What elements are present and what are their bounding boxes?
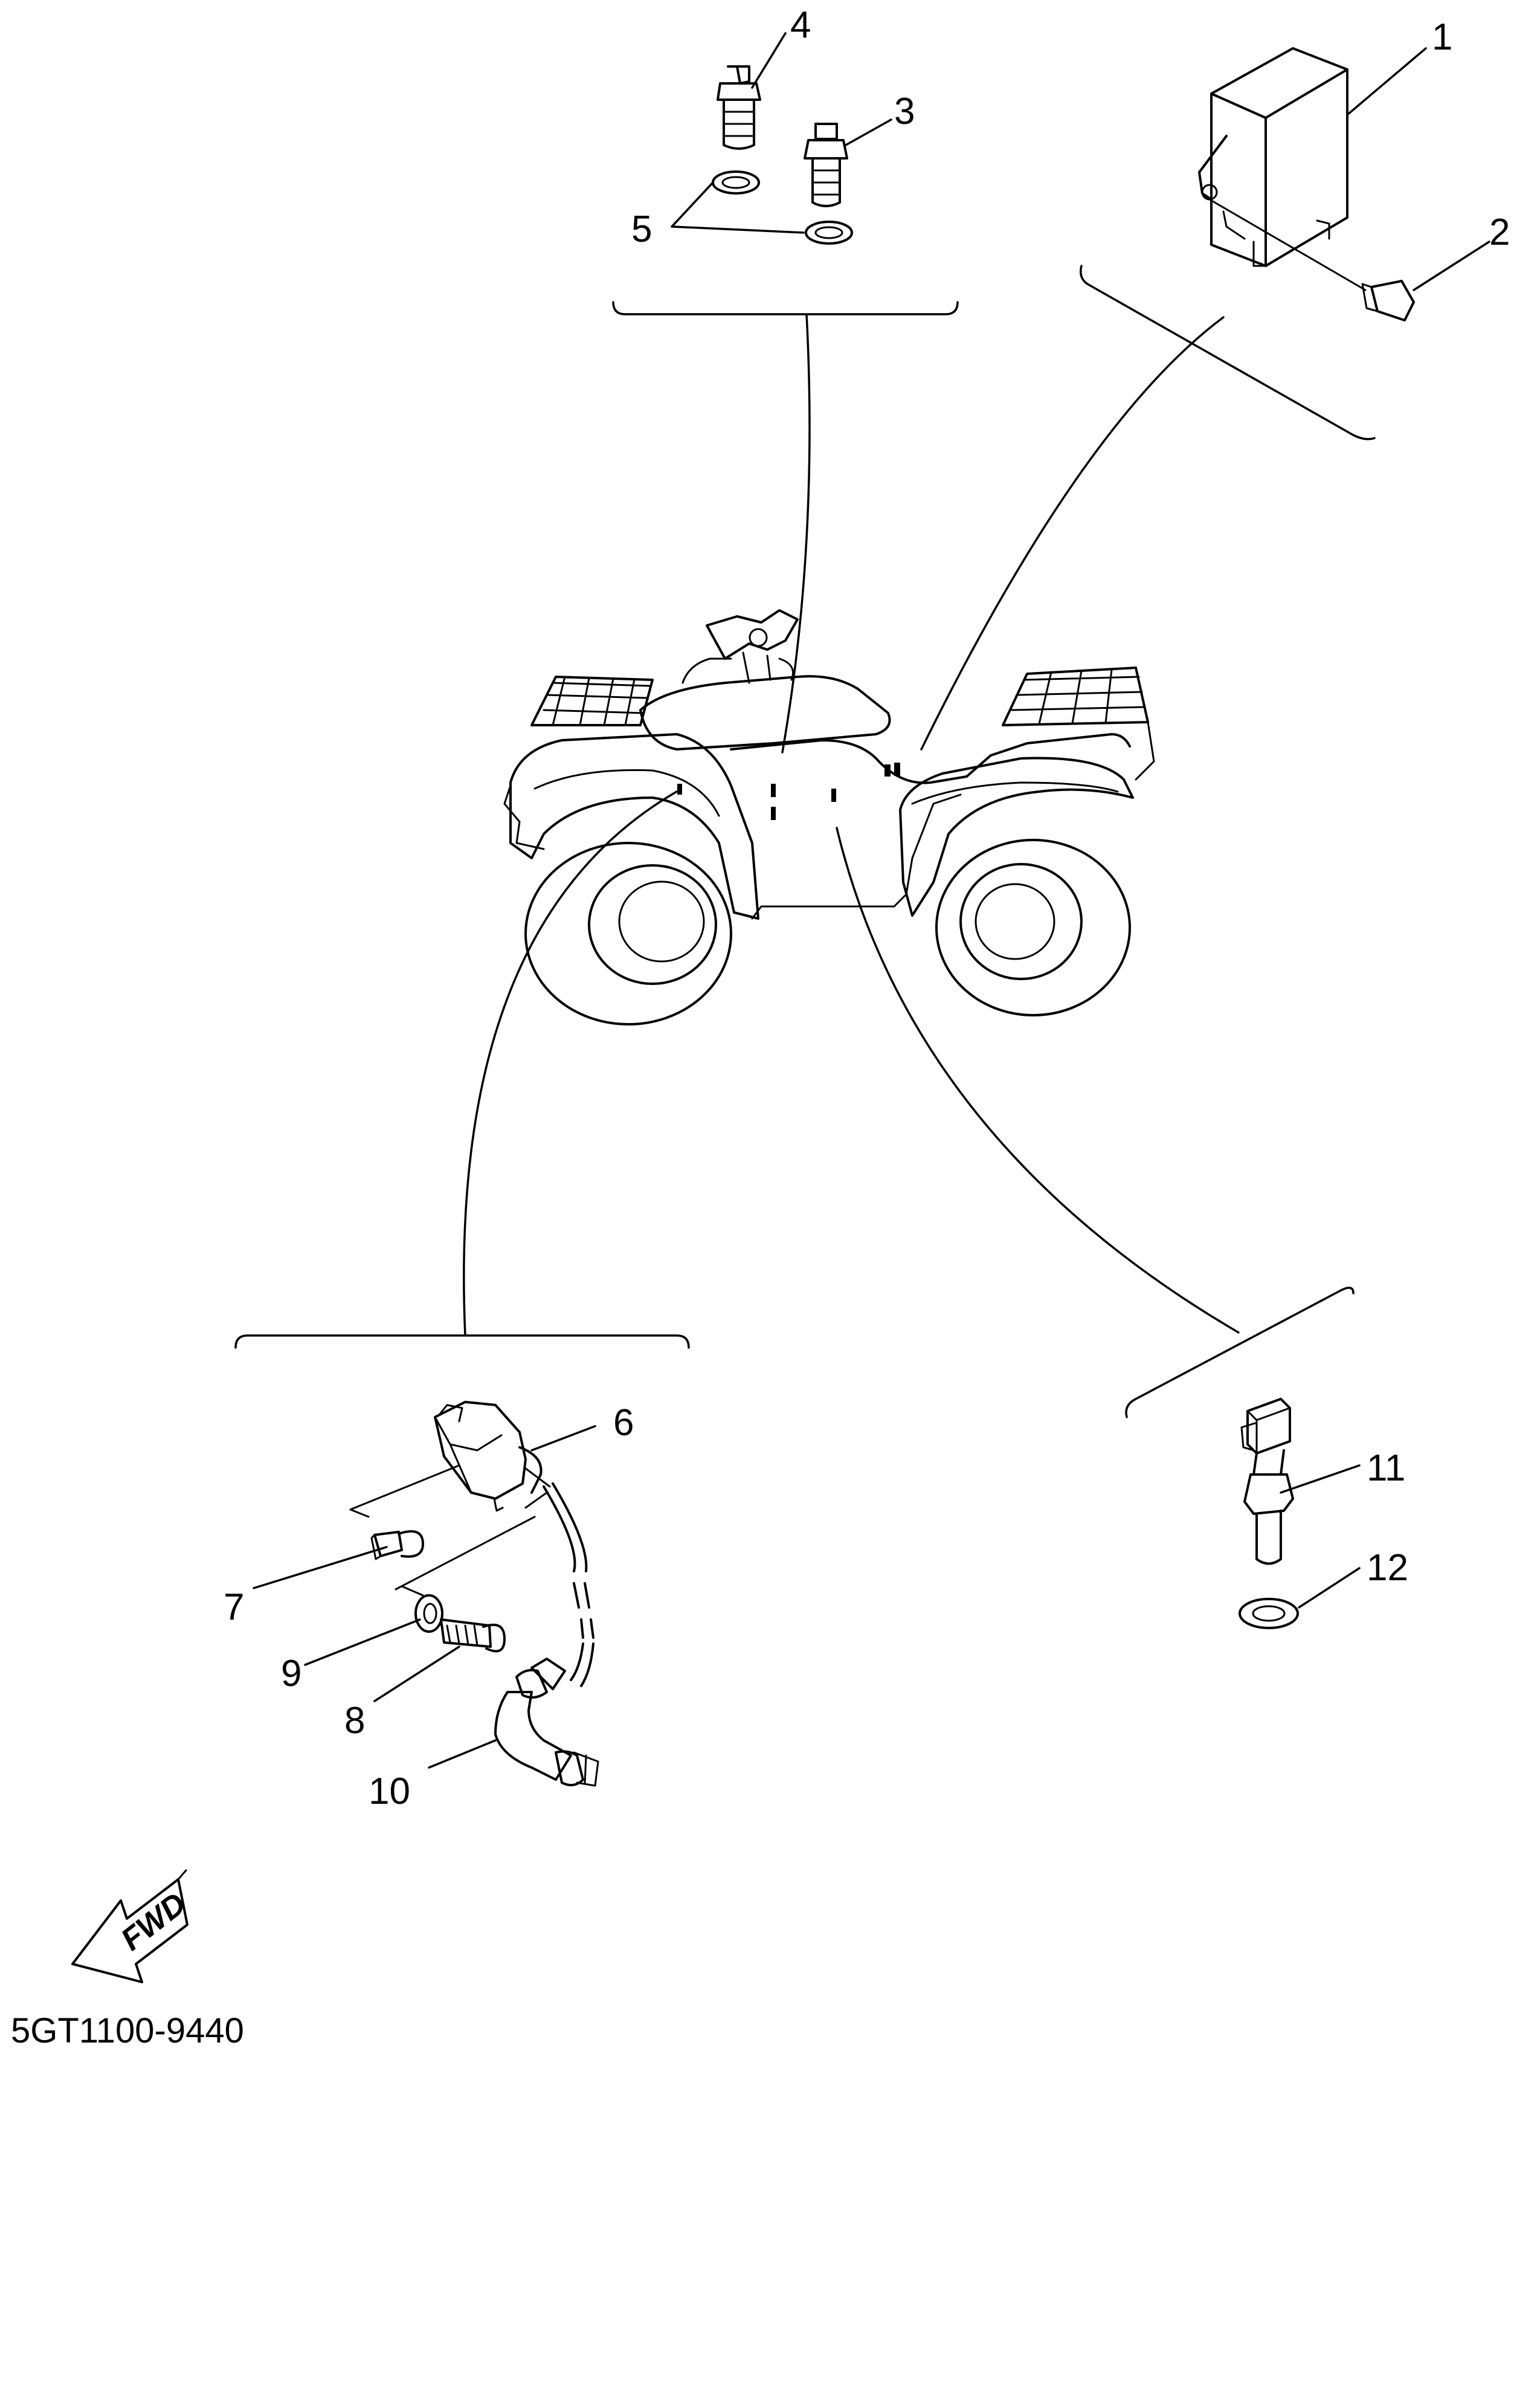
front-wheel	[935, 839, 1131, 1016]
body-panel	[730, 733, 1131, 784]
leader-2	[1413, 241, 1490, 291]
front-rack	[1002, 667, 1149, 726]
leader-7	[253, 1546, 388, 1589]
thermo-switch-11	[1240, 1398, 1294, 1565]
front-wheel-hub	[959, 863, 1083, 980]
callout-9: 9	[281, 1653, 301, 1694]
leader-6	[530, 1425, 596, 1452]
callout-12: 12	[1367, 1547, 1408, 1589]
diagram-code: 5GT1100-9440	[11, 2011, 244, 2050]
leader-lines	[234, 265, 1376, 1418]
bolt-8	[440, 1618, 506, 1653]
leader-1	[1346, 47, 1427, 116]
rear-fender	[509, 733, 759, 920]
sensor-4	[717, 65, 761, 150]
callout-8: 8	[344, 1700, 365, 1742]
leader-4	[751, 32, 787, 89]
callout-5: 5	[631, 208, 652, 250]
callout-6: 6	[613, 1402, 634, 1444]
washer-5a	[712, 170, 760, 195]
callout-7: 7	[224, 1586, 244, 1628]
bolt-7	[370, 1530, 424, 1560]
leader-11	[1280, 1464, 1361, 1494]
group-bracket-thermo	[1125, 1287, 1355, 1418]
callout-numbers: 1 2 3 4 5 6 7 8 9 10 11 12	[224, 4, 1510, 1812]
leader-3	[845, 118, 892, 146]
bolt-2	[1361, 280, 1415, 321]
leader-12	[1298, 1567, 1361, 1609]
callout-2: 2	[1489, 212, 1510, 253]
leader-8	[373, 1646, 460, 1702]
callout-1: 1	[1432, 16, 1452, 58]
seat	[639, 675, 891, 751]
group-bracket-coil	[234, 1334, 690, 1349]
fwd-arrow-icon: FWD	[71, 1869, 193, 1983]
gasket-12	[1239, 1598, 1299, 1629]
atv-illustration	[503, 609, 1155, 1025]
rear-wheel	[524, 842, 732, 1025]
rear-wheel-hub	[588, 864, 717, 985]
callout-3: 3	[894, 91, 915, 132]
callout-10: 10	[369, 1771, 410, 1812]
sensor-3	[804, 123, 848, 207]
front-fender	[899, 757, 1134, 917]
callout-4: 4	[790, 4, 811, 46]
callout-11: 11	[1367, 1447, 1405, 1489]
group-bracket-cdi	[1080, 265, 1376, 441]
leader-5	[671, 181, 805, 234]
group-bracket-sensors	[612, 301, 959, 315]
washer-5b	[805, 221, 853, 245]
ignition-coil	[349, 1401, 594, 1687]
cdi-unit	[1198, 47, 1367, 291]
leader-10	[428, 1739, 497, 1769]
plug-cap-10	[494, 1658, 599, 1787]
washer-9	[414, 1594, 443, 1633]
leader-9	[304, 1618, 421, 1666]
handlebar	[706, 609, 799, 660]
